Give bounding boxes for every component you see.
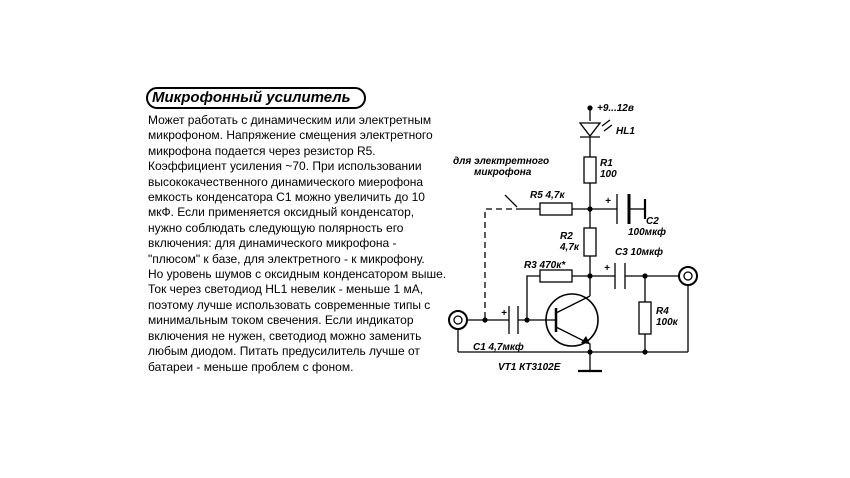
- label-c2-plus: +: [605, 196, 611, 207]
- resistor-r1: [583, 156, 597, 184]
- description-line: микрофоном. Напряжение смещения электрет…: [148, 128, 433, 143]
- junction-collector: [587, 273, 593, 279]
- label-c2-name: C2: [646, 216, 659, 227]
- description-line: мкФ. Если применяется оксидный конденсат…: [148, 205, 415, 220]
- junction-r1-r2: [587, 206, 593, 212]
- junction-r4-bottom: [642, 349, 648, 355]
- label-electret-note-2: микрофона: [474, 166, 532, 178]
- input-jack-inner: [453, 315, 463, 325]
- supply-terminal: [587, 105, 593, 111]
- label-r3: R3 470к*: [524, 260, 566, 271]
- description-line: "плюсом" к базе, для электретного - к ми…: [148, 251, 425, 266]
- description-line: Но уровень шумов с оксидным конденсаторо…: [148, 267, 447, 282]
- transistor-vt1-emitter: [555, 326, 591, 370]
- resistor-r3: [539, 269, 573, 283]
- resistor-r5: [539, 202, 573, 216]
- description-line: любым диодом. Питать предусилитель лучше…: [148, 344, 420, 359]
- description-line: Может работать с динамическим или электр…: [148, 113, 432, 127]
- description-line: высококачественного динамического миероф…: [148, 174, 424, 189]
- label-c2-value: 100мкф: [628, 226, 666, 238]
- output-jack-inner: [683, 271, 693, 281]
- label-electret-note-1: для электретного: [453, 156, 549, 167]
- led-hl1-symbol: [578, 122, 602, 138]
- electret-bias-dashed-wire: [484, 208, 522, 320]
- label-r2-name: R2: [560, 231, 573, 242]
- description-line: поэтому лучше использовать современные т…: [148, 297, 431, 312]
- junction-r4-top: [642, 273, 648, 279]
- transistor-vt1-collector: [555, 295, 591, 314]
- junction-emitter: [587, 349, 593, 355]
- led-ray-2: [603, 124, 613, 132]
- wire-r3-base: [526, 275, 540, 320]
- resistor-r2: [583, 227, 597, 257]
- description-line: минимальным током свечения. Если индикат…: [148, 313, 414, 328]
- resistor-r4: [638, 301, 652, 335]
- description-line: емкость конденсатора С1 можно увеличить …: [148, 190, 425, 205]
- led-ray-1: [601, 119, 611, 127]
- label-r5: R5 4,7к: [530, 190, 565, 201]
- electret-note-pointer: [504, 194, 518, 208]
- description-text: Может работать с динамическим или электр…: [148, 113, 448, 375]
- emitter-arrow: [581, 336, 590, 344]
- description-line: нужно соблюдать следующую полярность его: [148, 220, 404, 235]
- label-hl1: HL1: [616, 126, 635, 137]
- transistor-vt1-body: [545, 293, 599, 347]
- junction-base: [524, 317, 530, 323]
- label-supply: +9...12в: [597, 103, 634, 114]
- description-line: микрофона подается через резистор R5.: [148, 143, 376, 158]
- page-title: Микрофонный усилитель: [146, 87, 366, 109]
- label-r2-value: 4,7к: [559, 242, 580, 253]
- label-c3-plus: +: [604, 263, 610, 274]
- label-r4-value: 100к: [656, 317, 679, 328]
- description-line: Коэффициент усиления ~70. При использова…: [148, 159, 422, 174]
- description-line: Ток через светодиод HL1 невелик - меньше…: [148, 282, 424, 297]
- input-jack: [448, 310, 468, 330]
- label-r1-value: 100: [600, 169, 617, 180]
- label-c3: C3 10мкф: [615, 246, 663, 258]
- label-c1-plus: +: [501, 308, 507, 319]
- junction-input: [482, 317, 488, 323]
- description-line: батареи - меньше проблем с фоном.: [148, 359, 354, 374]
- label-r4-name: R4: [656, 306, 669, 317]
- output-jack: [678, 266, 698, 286]
- description-line: включения не нужен, светодиод можно заме…: [148, 328, 422, 343]
- description-line: включения: для динамического микрофона -: [148, 236, 397, 251]
- label-c1: C1 4,7мкф: [473, 341, 524, 353]
- label-r1-name: R1: [600, 158, 613, 169]
- label-vt1: VT1 КТ3102Е: [498, 362, 561, 373]
